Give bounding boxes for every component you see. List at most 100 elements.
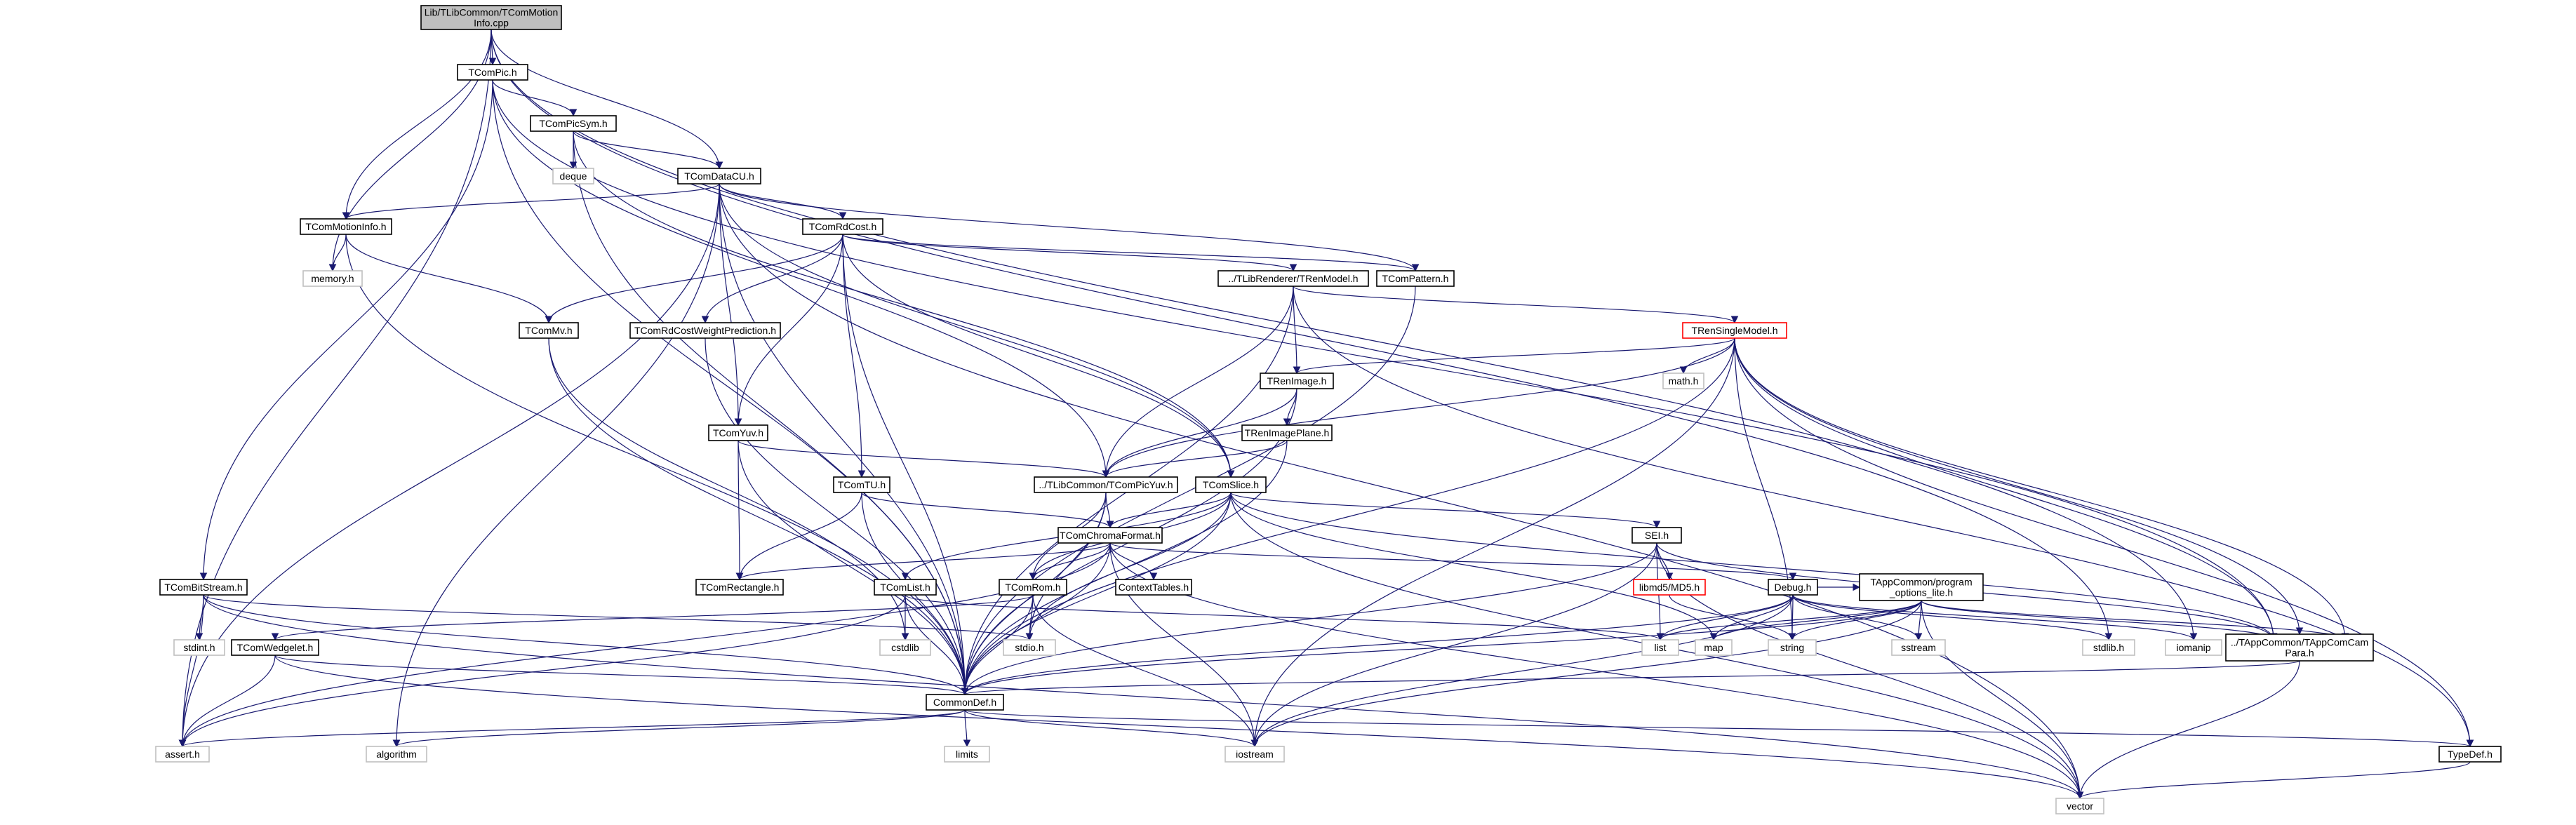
- node-tcomwedgelet[interactable]: TComWedgelet.h: [231, 639, 319, 656]
- edge-trenmodel-to-trensinglemodel: [1293, 286, 1739, 324]
- node-deque-box: [552, 168, 594, 185]
- node-tcomlist-box: [874, 579, 937, 596]
- node-tcomyuv-box: [708, 424, 768, 441]
- node-tcomwedgelet-box: [231, 639, 319, 656]
- node-iomanip-label: iomanip: [2176, 642, 2210, 653]
- node-tcompattern-box: [1376, 270, 1455, 287]
- edge-tappprogopts-to-cstring: [1921, 600, 2278, 641]
- edge-tcomslice-to-stdio: [1025, 492, 1232, 641]
- node-tcompicsym[interactable]: TComPicSym.h: [530, 115, 617, 132]
- edge-tcompic-to-tcombitstream: [199, 79, 493, 581]
- node-tcommv[interactable]: TComMv.h: [519, 322, 579, 339]
- node-debug[interactable]: Debug.h: [1768, 579, 1818, 596]
- node-typedef[interactable]: TypeDef.h: [2438, 746, 2502, 763]
- edge-trensinglemodel-to-math: [1679, 337, 1735, 375]
- node-tappcomcam-label: Para.h: [2285, 648, 2314, 659]
- node-tcomrectangle-box: [695, 579, 784, 596]
- edge-trensinglemodel-to-errno: [1734, 337, 2349, 641]
- edge-trenimage-to-tcompicyuv: [1102, 388, 1297, 478]
- edge-tcompicsym-to-commondef: [573, 130, 969, 696]
- node-tcomlist[interactable]: TComList.h: [874, 579, 937, 596]
- node-debug-label: Debug.h: [1775, 582, 1812, 593]
- node-sei[interactable]: SEI.h: [1631, 527, 1682, 544]
- node-tcompattern-label: TComPattern.h: [1382, 273, 1449, 284]
- node-math-box: [1662, 373, 1704, 389]
- node-tcommotioninfo-label: TComMotionInfo.h: [305, 221, 386, 232]
- node-tcompicyuv[interactable]: ../TLibCommon/TComPicYuv.h: [1034, 476, 1178, 493]
- edge-trensinglemodel-to-iostream: [1250, 337, 1735, 748]
- edge-tcomyuv-to-tcompicyuv: [738, 440, 1110, 478]
- node-tcompic[interactable]: TComPic.h: [457, 64, 528, 81]
- edge-tcomchromaformat-to-debug: [1109, 542, 1796, 581]
- node-trensinglemodel[interactable]: TRenSingleModel.h: [1682, 322, 1787, 339]
- node-tcomrectangle[interactable]: TComRectangle.h: [695, 579, 784, 596]
- edge-tcomslice-to-sei: [1230, 492, 1661, 529]
- node-deque: deque: [552, 168, 594, 185]
- edge-tcompicyuv-to-stdio: [1025, 492, 1107, 641]
- edge-trenimageplane-to-tcompicyuv: [1102, 440, 1288, 478]
- edge-tcomlist-to-commondef: [905, 594, 969, 696]
- edge-tcomrom-to-tcomwedgelet: [271, 594, 1034, 641]
- node-tcombitstream[interactable]: TComBitStream.h: [159, 579, 248, 596]
- node-tcomrom[interactable]: TComRom.h: [999, 579, 1067, 596]
- node-tcomdatacu-label: TComDataCU.h: [684, 170, 754, 182]
- node-root-label: Info.cpp: [474, 18, 509, 29]
- edge-tcomchromaformat-to-commondef: [961, 542, 1111, 696]
- node-tcomrdcostweight-label: TComRdCostWeightPrediction.h: [634, 325, 776, 336]
- edge-root-to-assert: [178, 29, 492, 748]
- node-tcomrdcostweight[interactable]: TComRdCostWeightPrediction.h: [629, 322, 781, 339]
- node-memory: memory.h: [302, 270, 363, 287]
- node-libmd5[interactable]: libmd5/MD5.h: [1633, 579, 1706, 596]
- node-map-box: [1695, 639, 1733, 656]
- edge-tcomchromaformat-to-tcomrectangle: [735, 542, 1111, 581]
- node-tcompattern[interactable]: TComPattern.h: [1376, 270, 1455, 287]
- node-tcomrom-label: TComRom.h: [1005, 582, 1060, 593]
- node-trenimage[interactable]: TRenImage.h: [1260, 373, 1334, 389]
- edge-tcompicyuv-to-tcomchromaformat: [1105, 492, 1114, 529]
- node-commondef[interactable]: CommonDef.h: [926, 694, 1004, 711]
- node-string-box: [1768, 639, 1817, 656]
- edge-commondef-to-iostream: [964, 709, 1259, 748]
- node-tcommv-label: TComMv.h: [525, 325, 572, 336]
- node-tcomdatacu[interactable]: TComDataCU.h: [677, 168, 761, 185]
- node-trensinglemodel-label: TRenSingleModel.h: [1692, 325, 1778, 336]
- edge-commondef-to-assert: [179, 709, 966, 748]
- node-tcomtu[interactable]: TComTU.h: [833, 476, 890, 493]
- node-stdlib-label: stdlib.h: [2093, 642, 2124, 653]
- node-tcombitstream-label: TComBitStream.h: [164, 582, 242, 593]
- node-tappprogopts[interactable]: TAppCommon/program_options_lite.h: [1859, 573, 1984, 601]
- edge-debug-to-string: [1788, 594, 1796, 641]
- node-root-label: Lib/TLibCommon/TComMotion: [425, 7, 559, 18]
- node-tcomchromaformat[interactable]: TComChromaFormat.h: [1057, 527, 1163, 544]
- node-trenmodel-label: ../TLibRenderer/TRenModel.h: [1228, 273, 1358, 284]
- node-trenmodel[interactable]: ../TLibRenderer/TRenModel.h: [1217, 270, 1369, 287]
- edge-tappprogopts-to-errno: [1921, 600, 2349, 641]
- node-tcomtu-label: TComTU.h: [838, 479, 886, 490]
- edge-tcomrdcost-to-trenmodel: [842, 234, 1297, 272]
- edge-tcomrdcost-to-tcompattern: [842, 234, 1420, 272]
- node-tcommotioninfo[interactable]: TComMotionInfo.h: [300, 218, 392, 235]
- edge-debug-to-stdlib: [1792, 594, 2113, 641]
- edge-tappprogopts-to-map: [1709, 600, 1922, 641]
- node-tcomrectangle-label: TComRectangle.h: [700, 582, 780, 593]
- node-debug-box: [1768, 579, 1818, 596]
- node-trenimage-box: [1260, 373, 1334, 389]
- node-tcompic-label: TComPic.h: [468, 67, 516, 78]
- node-root[interactable]: Lib/TLibCommon/TComMotionInfo.cpp: [420, 5, 562, 30]
- node-tcomwedgelet-label: TComWedgelet.h: [237, 642, 314, 653]
- node-root-box: [420, 5, 562, 30]
- edge-tappprogopts-to-string: [1788, 600, 1922, 641]
- node-tcomrdcost[interactable]: TComRdCost.h: [802, 218, 883, 235]
- node-contexttables[interactable]: ContextTables.h: [1115, 579, 1192, 596]
- node-tcomyuv[interactable]: TComYuv.h: [708, 424, 768, 441]
- edge-tappcomcam-to-vector: [2076, 660, 2300, 800]
- node-tcomslice[interactable]: TComSlice.h: [1195, 476, 1267, 493]
- edge-tcomlist-to-assert: [178, 594, 906, 748]
- node-trenimageplane[interactable]: TRenImagePlane.h: [1241, 424, 1333, 441]
- node-trenimage-label: TRenImage.h: [1267, 375, 1327, 387]
- edge-sei-to-commondef: [961, 542, 1657, 696]
- edge-tcompattern-to-commondef: [961, 286, 1416, 696]
- edge-tcompicsym-to-tcomdatacu: [573, 130, 723, 170]
- edge-tcomrom-to-iostream: [1032, 594, 1259, 748]
